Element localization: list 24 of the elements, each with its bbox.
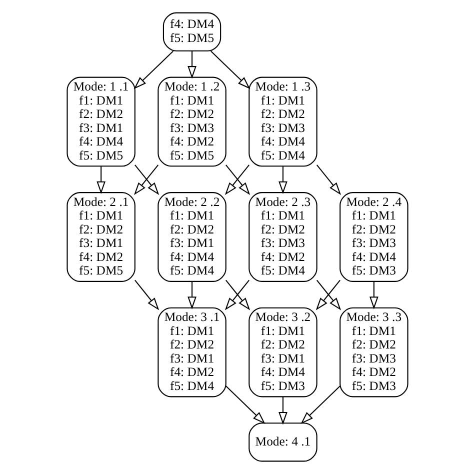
node-box: Mode: 2 .3 f1: DM1 f2: DM2 f3: DM3 f4: DM2 f5: DM4 xyxy=(248,192,317,282)
arrow xyxy=(210,50,250,90)
arrow xyxy=(134,280,159,310)
node-box: Mode: 2 .2 f1: DM1 f2: DM2 f3: DM1 f4: DM4 f5: DM4 xyxy=(157,192,226,282)
arrow xyxy=(278,396,287,425)
node-box: Mode: 2 .1 f1: DM1 f2: DM2 f3: DM1 f4: DM2 f5: DM5 xyxy=(66,192,135,282)
node-box: Mode: 3 .1 f1: DM1 f2: DM2 f3: DM1 f4: DM2 f5: DM4 xyxy=(157,307,226,398)
node-box: Mode: 1 .3 f1: DM1 f2: DM2 f3: DM3 f4: DM4 f5: DM4 xyxy=(248,76,317,167)
arrow xyxy=(316,164,341,196)
node-box: Mode: 3 .2 f1: DM1 f2: DM2 f3: DM1 f4: DM4 f5: DM3 xyxy=(248,307,317,398)
arrow xyxy=(133,50,174,90)
arrow xyxy=(225,386,265,424)
node-box: Mode: 1 .1 f1: DM1 f2: DM2 f3: DM1 f4: DM4 f5: DM5 xyxy=(66,76,135,167)
node-box: f4: DM4 f5: DM5 xyxy=(162,12,221,52)
node-box: Mode: 3 .3 f1: DM1 f2: DM2 f3: DM3 f4: DM2 f5: DM3 xyxy=(339,307,408,398)
arrow xyxy=(96,166,106,194)
node-box: Mode: 1 .2 f1: DM1 f2: DM2 f3: DM3 f4: DM2 f5: DM5 xyxy=(157,76,226,167)
arrow xyxy=(187,281,196,310)
node-box: Mode: 4 .1 xyxy=(248,422,317,462)
arrow xyxy=(368,281,378,310)
arrow xyxy=(187,51,196,79)
arrow xyxy=(278,166,287,194)
node-box: Mode: 2 .4 f1: DM1 f2: DM2 f3: DM3 f4: DM4 f5: DM3 xyxy=(339,192,408,282)
arrow xyxy=(300,386,340,424)
